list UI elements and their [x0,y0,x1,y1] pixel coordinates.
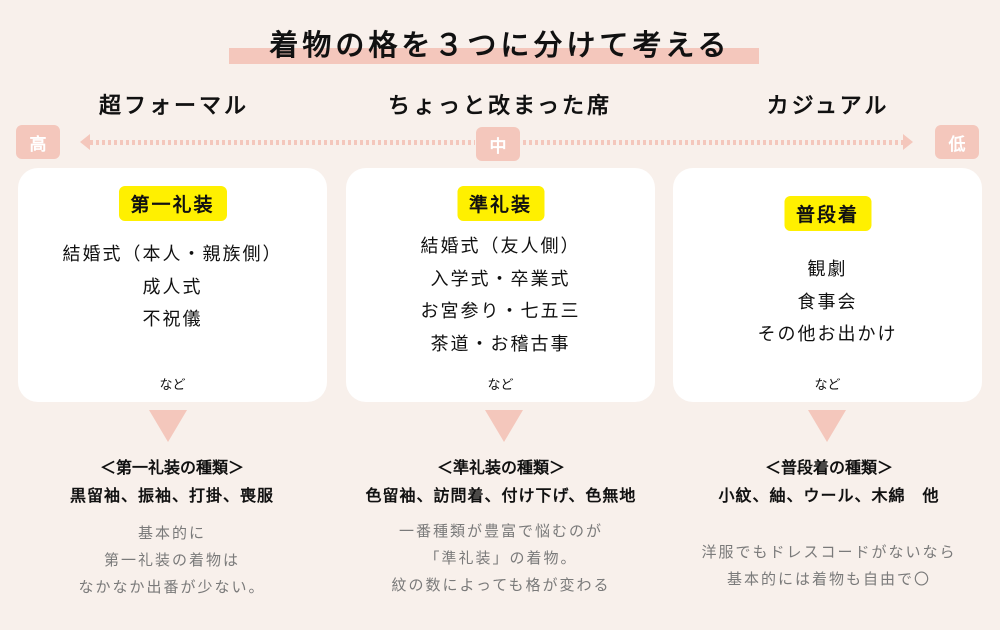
note-line: 「準礼装」の着物。 [424,549,578,567]
page-title: 着物の格を３つに分けて考える [269,28,731,62]
note-line: なかなか出番が少ない。 [78,578,266,596]
occasion: その他お出かけ [757,324,898,345]
occasion: 食事会 [797,291,858,313]
occasion: 結婚式（友人側） [420,236,581,257]
occasion-list: 観劇 食事会 その他お出かけ [673,254,982,352]
scale-high-tag: 高 [16,125,60,159]
down-arrow-icon [808,410,846,442]
note-line: 紋の数によっても格が変わる [391,576,611,594]
types-list: 黒留袖、振袖、打掛、喪服 [69,486,274,505]
note-line: 第一礼装の着物は [103,551,240,569]
types-list: 色留袖、訪問着、付け下げ、色無地 [365,486,637,505]
occasion: 成人式 [142,276,203,298]
scale-low-tag: 低 [935,125,979,159]
etc-label: など [814,378,841,393]
arrow-left-icon [80,134,90,150]
types-heading: ＜普段着の種類＞ [764,458,893,477]
level-label-formal: 超フォーマル [98,94,249,119]
note-line: 基本的には着物も自由で〇 [726,570,931,588]
occasion: 入学式・卒業式 [430,268,571,290]
level-label-semi: ちょっと改まった席 [387,94,613,119]
etc-label: など [159,378,186,393]
occasion: 結婚式（本人・親族側） [62,244,283,265]
note: 一番種類が豊富で悩むのが 「準礼装」の着物。 紋の数によっても格が変わる [336,518,666,599]
badge: 普段着 [783,196,872,231]
card-semi: 準礼装 結婚式（友人側） 入学式・卒業式 お宮参り・七五三 茶道・お稽古事 など [346,168,655,402]
down-arrow-icon [485,410,523,442]
etc-label: など [487,378,514,393]
types-list: 小紋、紬、ウール、木綿 他 [718,486,940,505]
note: 洋服でもドレスコードがないなら 基本的には着物も自由で〇 [664,539,994,593]
occasion: 観劇 [807,259,848,280]
title-underline [229,48,759,64]
card-formal: 第一礼装 結婚式（本人・親族側） 成人式 不祝儀 など [18,168,327,402]
badge: 準礼装 [456,186,545,221]
types-heading: ＜準礼装の種類＞ [436,458,565,477]
note-line: 洋服でもドレスコードがないなら [701,543,957,561]
occasion: 不祝儀 [142,309,203,330]
occasion-list: 結婚式（本人・親族側） 成人式 不祝儀 [18,239,327,337]
note-line: 基本的に [137,524,206,542]
occasion: お宮参り・七五三 [420,301,581,322]
occasion: 茶道・お稽古事 [430,333,571,355]
occasion-list: 結婚式（友人側） 入学式・卒業式 お宮参り・七五三 茶道・お稽古事 [346,231,655,361]
scale-mid-tag: 中 [476,127,520,161]
note-line: 一番種類が豊富で悩むのが [398,522,603,540]
note: 基本的に 第一礼装の着物は なかなか出番が少ない。 [7,520,337,601]
arrow-right-icon [903,134,913,150]
down-arrow-icon [149,410,187,442]
scale-line-left [90,140,475,145]
badge: 第一礼装 [118,186,227,221]
level-label-casual: カジュアル [766,94,890,119]
types-heading: ＜第一礼装の種類＞ [99,458,244,477]
card-casual: 普段着 観劇 食事会 その他お出かけ など [673,168,982,402]
scale-line-right [523,140,905,145]
